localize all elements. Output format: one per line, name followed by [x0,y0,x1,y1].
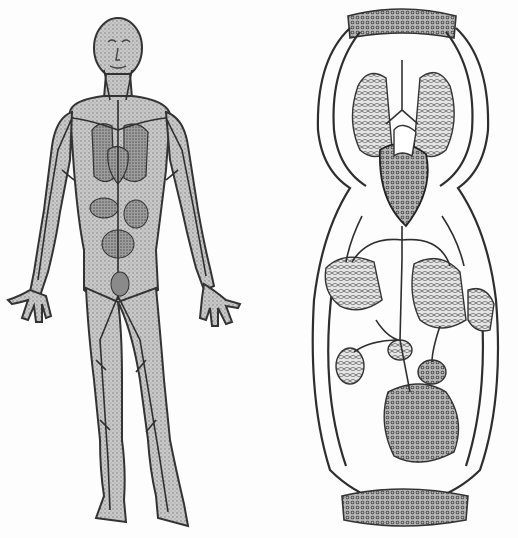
digestive-organs [325,257,494,331]
lower-body-organs [384,360,458,462]
circulation-schematic [290,0,518,538]
human-circulatory-figure [0,0,260,538]
bronchi [386,60,418,124]
pelvis-detail [111,272,129,296]
lower-capillary-bed [342,489,468,526]
upper-capillary-bed [348,9,456,38]
circulation-schematic-drawing [290,0,518,538]
human-figure-drawing [0,0,260,538]
